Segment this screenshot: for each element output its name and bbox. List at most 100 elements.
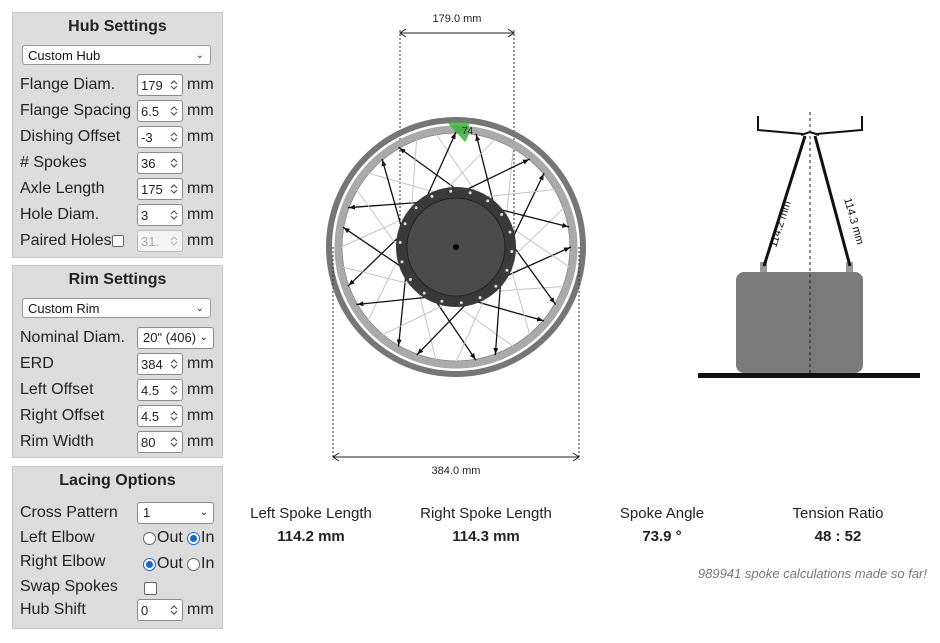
front-spoke [381,158,403,230]
erd-dim-arrow-right [572,452,580,462]
left-offset-row: Left Offset 4.5 mm [20,379,220,401]
rear-spoke [508,225,570,268]
right-flange-tab [846,262,853,272]
spinner-icon[interactable] [169,156,179,170]
spokes-label: # Spokes [20,154,87,171]
spoke-nipple [475,134,481,142]
rear-spoke [455,295,487,363]
dishing-offset-input[interactable]: -3 [137,126,183,148]
rear-spoke [444,138,496,192]
spokes-group [340,131,572,363]
axle-length-value: 175 [141,182,163,197]
hub-settings-title: Hub Settings [68,18,167,35]
front-spoke [512,245,557,305]
rear-spoke [417,289,437,361]
spinner-icon[interactable] [169,182,179,196]
erd-value: 384 [141,357,163,372]
right-spoke-profile [813,135,852,267]
spinner-icon[interactable] [169,435,179,449]
spoke-angle-result-title: Spoke Angle [619,505,705,522]
erd-label: ERD [20,355,54,372]
left-offset-value: 4.5 [141,383,160,398]
hub-hole [508,230,512,234]
swap-spokes-row: Swap Spokes [20,576,220,598]
erd-input[interactable]: 384 [137,353,183,375]
flange-diam-row: Flange Diam. 179 mm [20,74,220,96]
spoke-nipple [348,279,355,286]
right-offset-label: Right Offset [20,407,105,424]
spinner-icon[interactable] [169,130,179,144]
spinner-icon[interactable] [169,208,179,222]
spoke-angle-marker-label: 74 [462,126,474,137]
spoke-nipple [563,247,571,253]
flange-spacing-row: Flange Spacing 6.5 mm [20,100,220,122]
nominal-diam-select[interactable]: 20" (406)⌄ [137,327,214,349]
hub-shift-unit: mm [187,601,214,618]
hub-hole [500,213,504,217]
axle [453,244,459,250]
erd-dim-arrow-left [332,452,340,462]
front-spoke [398,146,458,191]
spoke-nipple [348,204,356,210]
front-spoke [397,274,407,347]
left-offset-input[interactable]: 4.5 [137,379,183,401]
rim-width-input[interactable]: 80 [137,431,183,453]
hub-hole [478,296,482,300]
right-elbow-out-radio[interactable] [143,558,156,571]
spoke-nipple [538,173,544,181]
spoke-angle-marker [447,122,470,142]
rim-settings-title: Rim Settings [68,271,167,288]
spinner-icon[interactable] [169,104,179,118]
rear-spoke [435,133,478,195]
tension-ratio-result-title: Tension Ratio [792,505,884,522]
side-profile-diagram: 114.2 mm 114.3 mm [698,112,920,378]
rear-spoke [381,302,448,336]
rim-preset-select[interactable]: Custom Rim ⌄ [22,298,211,318]
front-spoke [504,246,572,278]
spinner-icon[interactable] [169,357,179,371]
flange-spacing-input[interactable]: 6.5 [137,100,183,122]
rear-spoke [367,172,439,194]
hub-preset-select[interactable]: Custom Hub ⌄ [22,45,211,65]
right-spoke-result: Right Spoke Length 114.3 mm [401,505,571,545]
spinner-icon[interactable] [169,409,179,423]
right-offset-input[interactable]: 4.5 [137,405,183,427]
spoke-nipple [396,339,402,346]
rear-spoke [505,147,514,220]
hole-diam-input[interactable]: 3 [137,204,183,226]
front-spoke [356,296,429,306]
flange-diam-input[interactable]: 179 [137,74,183,96]
hub-preset-value: Custom Hub [28,48,101,63]
right-elbow-in-radio[interactable] [187,558,200,571]
erd-dim-label: 384.0 mm [432,465,481,477]
spinner-icon[interactable] [169,603,179,617]
tension-ratio-result: Tension Ratio 48 : 52 [753,505,923,545]
spokes-input[interactable]: 36 [137,152,183,174]
hub-hole [408,277,412,281]
left-elbow-in-radio[interactable] [187,532,200,545]
hub-hole [494,284,498,288]
spoke-nipple [357,301,364,307]
flange-diam-value: 179 [141,78,163,93]
paired-holes-checkbox[interactable] [112,235,124,247]
spinner-icon[interactable] [169,78,179,92]
hub-shift-row: Hub Shift 0 mm [20,599,220,621]
nominal-diam-row: Nominal Diam. 20" (406)⌄ [20,327,220,349]
cross-pattern-select[interactable]: 1⌄ [137,502,214,524]
swap-spokes-checkbox[interactable] [144,582,157,595]
paired-holes-input: 31. [137,230,183,252]
axle-length-input[interactable]: 175 [137,178,183,200]
hub-shift-input[interactable]: 0 [137,599,183,621]
spoke-nipple [450,132,456,140]
spinner-icon[interactable] [169,383,179,397]
hub-hole [486,199,490,203]
rear-spoke [454,303,514,347]
dishing-offset-unit: mm [187,128,214,145]
wheel-diagram: 179.0 mm 74 384.0 mm [326,13,586,477]
chevron-down-icon: ⌄ [199,332,208,343]
lacing-options-title: Lacing Options [59,472,176,489]
left-elbow-out-radio[interactable] [143,532,156,545]
erd-unit: mm [187,355,214,372]
hole-diam-label: Hole Diam. [20,206,100,223]
left-elbow-out-label: Out [157,529,183,546]
